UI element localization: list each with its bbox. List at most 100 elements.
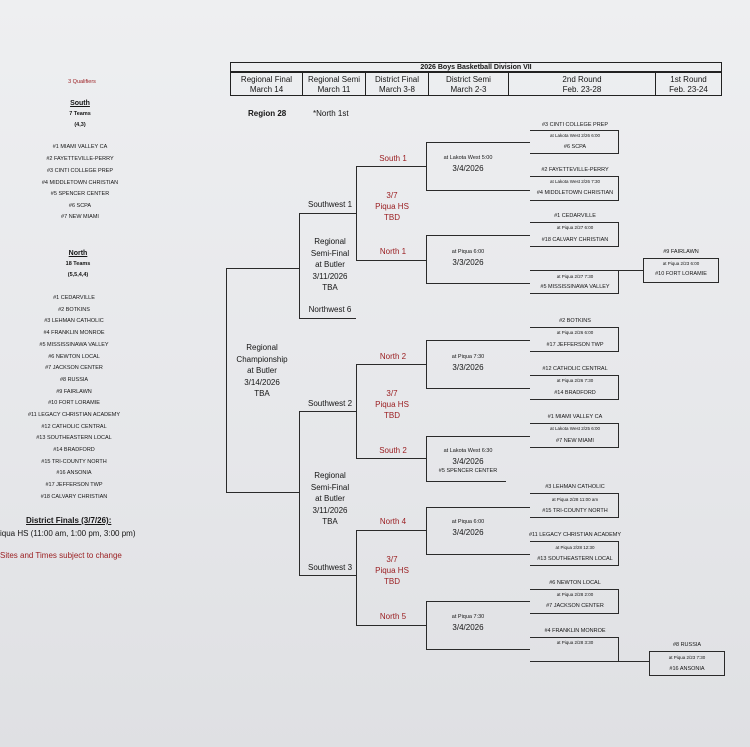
label-line: Regional xyxy=(246,343,278,352)
bracket-line xyxy=(530,200,619,201)
district-date: 3/7 xyxy=(386,191,398,200)
sectional-north-2: North 2 xyxy=(379,352,407,361)
round-header-table: 2026 Boys Basketball Division VII Region… xyxy=(230,62,722,96)
header-second-round: 2nd Round Feb. 23-28 xyxy=(508,72,656,96)
list-item: #9 FAIRLAWN xyxy=(56,389,92,395)
round-name: Regional Semi xyxy=(307,75,361,84)
bracket-line xyxy=(356,364,357,458)
semi-date: 3/4/2026 xyxy=(452,622,484,632)
semi-site: at Piqua 7:30 xyxy=(451,614,485,620)
semi-date: 3/3/2026 xyxy=(452,257,484,267)
bracket-line xyxy=(426,436,427,481)
header-regional-semi: Regional Semi March 11 xyxy=(302,72,366,96)
bracket-line xyxy=(299,213,356,214)
bracket-line xyxy=(643,258,644,282)
team-slot: #4 MIDDLETOWN CHRISTIAN xyxy=(536,190,614,196)
team-slot: #1 CEDARVILLE xyxy=(554,213,596,219)
semi-date: 3/4/2026 xyxy=(452,456,484,466)
bracket-line xyxy=(530,637,619,638)
bracket-line xyxy=(618,222,619,246)
qualifiers-note: 3 Qualifiers xyxy=(68,79,96,85)
bracket-line xyxy=(356,166,357,260)
bracket-line xyxy=(356,530,357,625)
list-item: #14 BRADFORD xyxy=(53,447,95,453)
bracket-line xyxy=(426,142,427,190)
bracket-line xyxy=(299,318,356,319)
bracket-line xyxy=(426,340,427,388)
label-line: 3/14/2026 xyxy=(244,377,280,387)
game-site: at Piqua 2/26 6:00 xyxy=(556,330,594,335)
game-site: at Piqua 2/27 6:00 xyxy=(556,225,594,230)
list-item: #17 JEFFERSON TWP xyxy=(45,482,103,488)
bracket-line xyxy=(426,649,530,650)
bracket-line xyxy=(619,270,643,271)
game-site: at Lakota West 2/26 6:00 xyxy=(550,133,600,138)
list-item: #6 NEWTON LOCAL xyxy=(48,354,100,360)
bracket-line xyxy=(426,436,530,437)
sectional-north-5: North 5 xyxy=(379,612,407,621)
label-line: 3/11/2026 xyxy=(312,505,348,515)
district-southwest-3: Southwest 3 xyxy=(307,563,353,572)
south-heading: South xyxy=(70,100,90,107)
bracket-line xyxy=(426,235,530,236)
bracket-line xyxy=(226,492,299,493)
bracket-line xyxy=(426,601,427,649)
bracket-line xyxy=(618,130,619,153)
sectional-south-1: South 1 xyxy=(379,154,407,163)
district-northwest-6: Northwest 6 xyxy=(308,305,352,314)
bracket-line xyxy=(530,153,619,154)
bracket-line xyxy=(530,246,619,247)
bracket-line xyxy=(530,270,619,271)
label-line: Regional xyxy=(314,471,346,480)
district-date: 3/7 xyxy=(386,555,398,564)
district-southwest-2: Southwest 2 xyxy=(307,399,353,408)
bracket-line xyxy=(426,507,427,554)
round-date: March 3-8 xyxy=(378,85,415,94)
bracket-line xyxy=(530,423,619,424)
game-site: at Piqua 2/28 3:30 xyxy=(556,640,594,645)
round-name: Regional Final xyxy=(240,75,293,84)
list-item: #13 SOUTHEASTERN LOCAL xyxy=(36,435,112,441)
team-slot: #1 MIAMI VALLEY CA xyxy=(547,414,603,420)
bracket-line xyxy=(724,651,725,675)
bracket-line xyxy=(618,493,619,517)
list-item: #11 LEGACY CHRISTIAN ACADEMY xyxy=(27,412,121,418)
game-site: at Lakota West 2/26 7:30 xyxy=(550,179,600,184)
semi-site: at Lakota West 6:30 xyxy=(443,448,493,454)
team-slot: #11 LEGACY CHRISTIAN ACADEMY xyxy=(528,532,622,538)
header-regional-final: Regional Final March 14 xyxy=(230,72,303,96)
team-slot: #9 FAIRLAWN xyxy=(663,249,699,255)
district-semi-2: at Piqua 6:00 3/3/2026 xyxy=(452,249,484,267)
list-item: #8 RUSSIA xyxy=(59,377,89,383)
game-site: at Piqua 2/23 7:30 xyxy=(668,655,706,660)
game-site: at Piqua 2/28 11:00 am xyxy=(551,497,599,502)
bracket-line xyxy=(426,190,530,191)
semi-date: 3/4/2026 xyxy=(452,163,484,173)
semi-site: at Piqua 7:30 xyxy=(451,354,485,360)
north-split: (5,5,4,4) xyxy=(67,272,89,278)
list-item: #4 MIDDLETOWN CHRISTIAN xyxy=(41,180,119,186)
list-item: #3 CINTI COLLEGE PREP xyxy=(46,168,114,174)
sectional-north-1: North 1 xyxy=(379,247,407,256)
team-slot: #3 LEHMAN CATHOLIC xyxy=(545,484,605,490)
district-time: TBD xyxy=(383,577,400,586)
bracket-line xyxy=(426,481,506,482)
bracket-line xyxy=(226,268,299,269)
team-slot: #2 FAYETTEVILLE-PERRY xyxy=(541,167,609,173)
district-semi-5: at Piqua 6:00 3/4/2026 xyxy=(452,519,484,537)
semi-site: at Lakota West 5:00 xyxy=(443,155,493,161)
list-item: #16 ANSONIA xyxy=(56,470,92,476)
bracket-line xyxy=(643,282,719,283)
district-finals-heading: District Finals (3/7/26): xyxy=(26,516,112,525)
team-slot: #6 SCPA xyxy=(563,144,587,150)
list-item: #4 FRANKLIN MONROE xyxy=(43,330,105,336)
team-slot: #15 TRI-COUNTY NORTH xyxy=(542,508,608,514)
bracket-line xyxy=(618,589,619,613)
list-item: #2 FAYETTEVILLE-PERRY xyxy=(46,156,114,162)
list-item: #15 TRI-COUNTY NORTH xyxy=(41,459,107,465)
label-line: TBA xyxy=(254,389,270,398)
bracket-line xyxy=(530,222,619,223)
team-slot: #8 RUSSIA xyxy=(672,642,702,648)
district-final-site-3: 3/7 Piqua HS TBD xyxy=(375,554,409,587)
label-line: at Butler xyxy=(247,366,277,375)
